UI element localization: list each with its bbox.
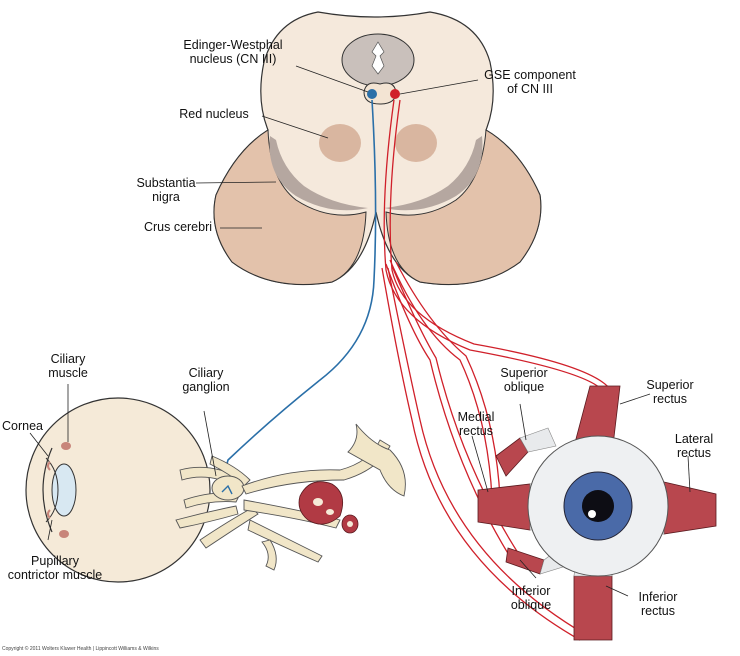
label-pupillary-contrictor: Pupillary contrictor muscle <box>7 554 103 582</box>
label-inferior-oblique: Inferior oblique <box>510 584 552 612</box>
label-ciliary-ganglion: Ciliary ganglion <box>182 366 230 394</box>
ciliary-muscle-upper <box>61 442 71 450</box>
substantia-nigra-left <box>269 136 368 211</box>
ciliary-ganglion <box>211 475 245 501</box>
label-medial-rectus: Medial rectus <box>457 410 495 438</box>
label-edinger-westphal: Edinger-Westphal nucleus (CN III) <box>183 38 283 66</box>
label-cornea: Cornea <box>2 419 43 433</box>
copyright-notice: Copyright © 2011 Wolters Kluwer Health |… <box>2 646 159 652</box>
edinger-westphal-dot <box>367 89 377 99</box>
midbrain-section <box>195 11 542 286</box>
ciliary-muscle-lower <box>59 530 69 538</box>
label-gse-component: GSE component of CN III <box>484 68 576 96</box>
inferior-oblique-muscle <box>505 547 545 575</box>
medial-rectus-muscle <box>477 483 531 531</box>
inferior-rectus-muscle <box>573 575 613 641</box>
red-nucleus-right <box>395 124 437 162</box>
crus-cerebri-left <box>213 129 367 285</box>
eye-right <box>471 385 717 641</box>
label-superior-oblique: Superior oblique <box>500 366 548 394</box>
label-lateral-rectus: Lateral rectus <box>674 432 714 460</box>
label-red-nucleus: Red nucleus <box>179 107 249 121</box>
label-superior-rectus: Superior rectus <box>646 378 694 406</box>
gse-component-dot <box>390 89 400 99</box>
label-inferior-rectus: Inferior rectus <box>638 590 678 618</box>
label-crus-cerebri: Crus cerebri <box>143 220 213 234</box>
eye-left <box>25 384 406 583</box>
lens-left <box>51 463 77 517</box>
label-substantia-nigra: Substantia nigra <box>136 176 196 204</box>
red-nucleus-left <box>319 124 361 162</box>
eyeball-left <box>25 397 211 583</box>
parasympathetic-fiber <box>221 99 377 491</box>
pupillary-muscle-lower <box>47 509 51 519</box>
substantia-nigra-right <box>384 136 483 211</box>
label-ciliary-muscle: Ciliary muscle <box>48 352 88 380</box>
cerebral-aqueduct <box>371 41 385 75</box>
cornea <box>42 447 53 533</box>
crus-cerebri-right <box>385 129 542 285</box>
pupillary-muscle-upper <box>47 461 51 471</box>
pupil <box>582 490 614 522</box>
